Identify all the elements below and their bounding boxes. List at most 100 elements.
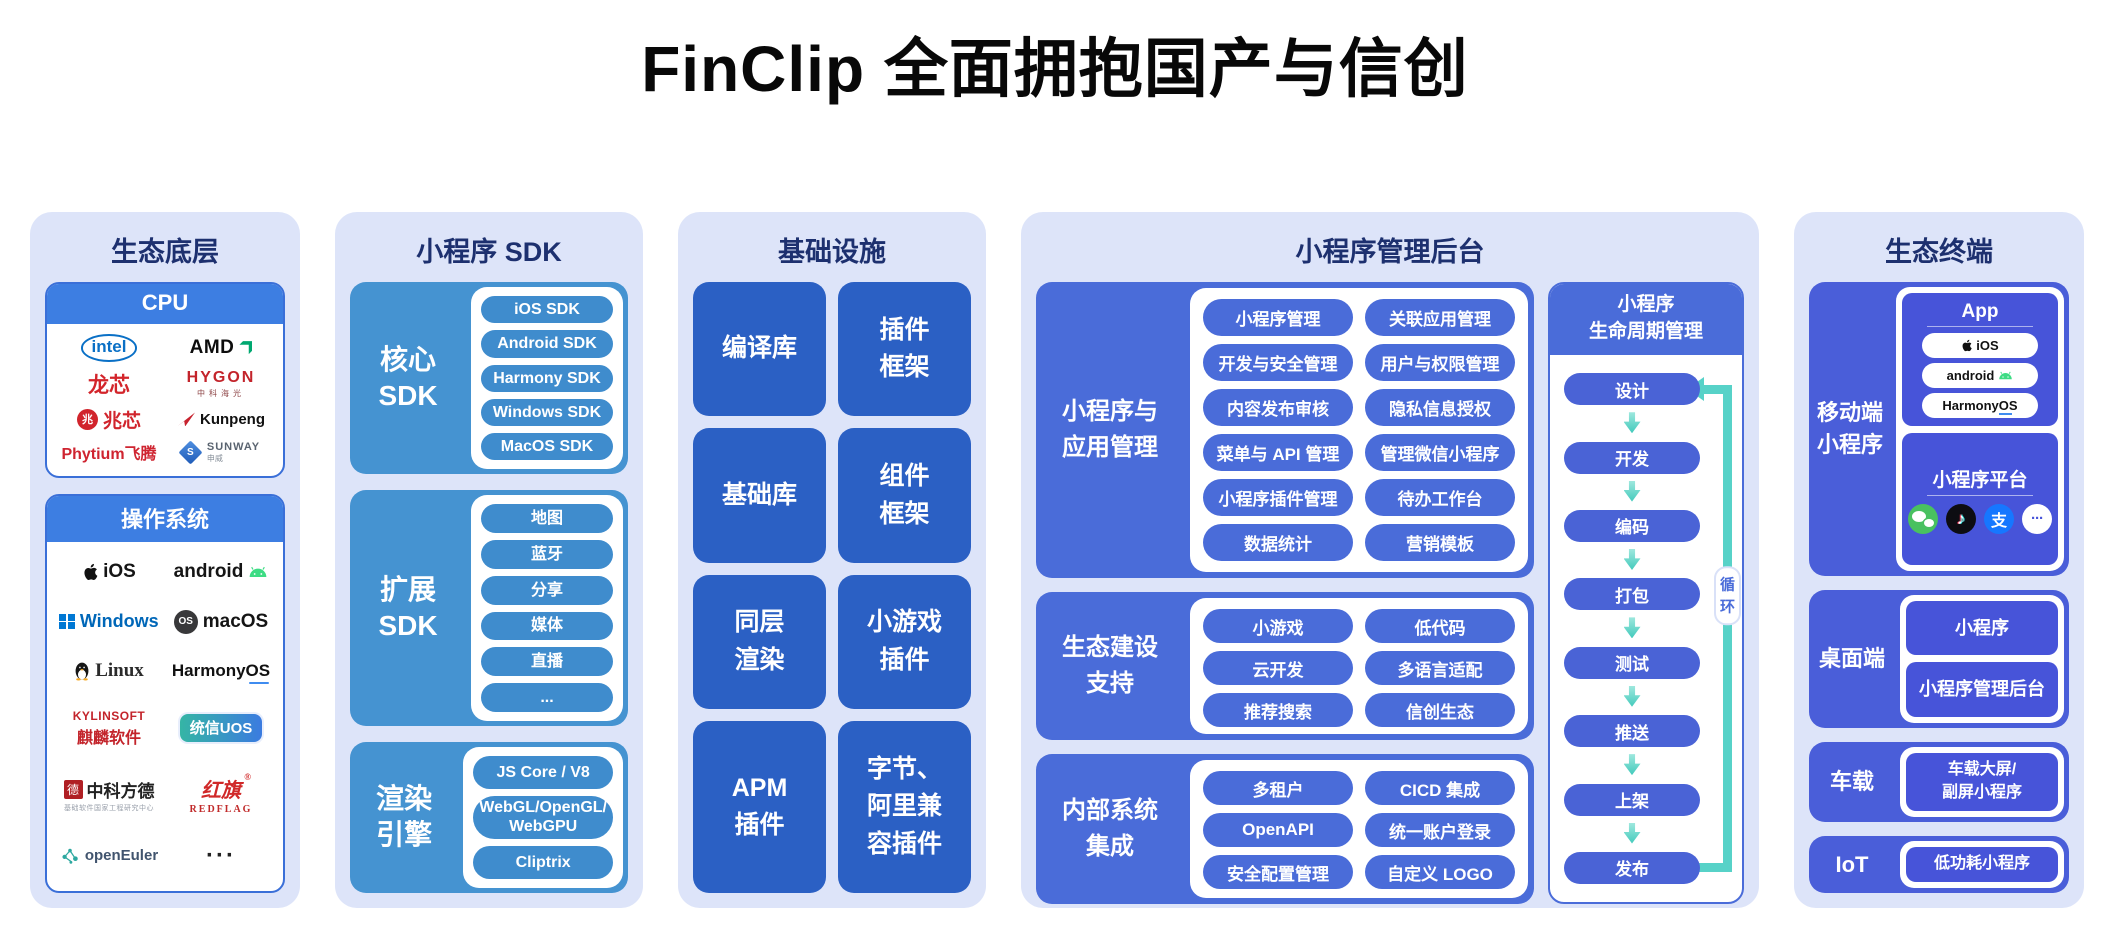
sdk-group-extension-label: 扩展 SDK bbox=[378, 573, 438, 642]
sunway-logo: SUNWAY bbox=[206, 440, 261, 453]
redflag-logo: 红旗 bbox=[201, 772, 251, 803]
ios-logo: iOS bbox=[103, 561, 136, 583]
terminal-vehicle-card: 车载 车载大屏/ 副屏小程序 bbox=[1809, 741, 2069, 823]
more-platforms-icon bbox=[2022, 503, 2052, 534]
panel-admin-title: 小程序管理后台 bbox=[1295, 237, 1485, 267]
kylinsoft-logo-subtext: 麒麟软件 bbox=[76, 729, 141, 747]
admin-pill: 安全配置管理 bbox=[1203, 855, 1353, 889]
admin-pill: 云开发 bbox=[1203, 651, 1353, 685]
fangde-seal-icon bbox=[63, 779, 83, 799]
sdk-pill: 地图 bbox=[481, 504, 613, 534]
admin-groups: 小程序与 应用管理 小程序管理关联应用管理开发与安全管理用户与权限管理内容发布审… bbox=[1036, 282, 1534, 904]
alipay-icon bbox=[1984, 503, 2014, 534]
lifecycle-step: 开发 bbox=[1564, 441, 1700, 502]
down-arrow-icon bbox=[1623, 548, 1641, 570]
admin-pill: 低代码 bbox=[1365, 609, 1515, 643]
admin-pill: 小游戏 bbox=[1203, 609, 1353, 643]
sdk-pill: 蓝牙 bbox=[481, 540, 613, 569]
admin-pill: 隐私信息授权 bbox=[1365, 389, 1515, 426]
vehicle-screen-box: 车载大屏/ 副屏小程序 bbox=[1906, 752, 2058, 812]
os-card-header: 操作系统 bbox=[47, 495, 283, 542]
page-title: FinClip 全面拥抱国产与信创 bbox=[641, 33, 1469, 105]
infra-cell: 编译库 bbox=[693, 282, 826, 417]
sdk-group-core-label: 核心 SDK bbox=[378, 343, 438, 412]
zhaoxin-logo-icon bbox=[76, 408, 98, 430]
infra-cell: 组件 框架 bbox=[838, 428, 971, 563]
lifecycle-body: 循环 设计 开发 编码 打包 bbox=[1550, 355, 1742, 902]
infra-cell: 基础库 bbox=[693, 428, 826, 563]
app-pill-ios: iOS bbox=[1922, 333, 2038, 358]
admin-pill: CICD 集成 bbox=[1365, 771, 1515, 805]
lifecycle-step: 推送 bbox=[1564, 715, 1700, 776]
vendor-uos: 统信UOS bbox=[179, 714, 263, 743]
down-arrow-icon bbox=[1623, 412, 1641, 434]
admin-group-app-management: 小程序与 应用管理 小程序管理关联应用管理开发与安全管理用户与权限管理内容发布审… bbox=[1036, 282, 1534, 578]
android-icon bbox=[249, 566, 267, 578]
app-pill-android: android bbox=[1922, 363, 2038, 388]
admin-group-eco-support-label: 生态建设 支持 bbox=[1062, 634, 1158, 697]
admin-pill: 推荐搜索 bbox=[1203, 693, 1353, 727]
terminal-iot-card: IoT 低功耗小程序 bbox=[1809, 836, 2069, 893]
more-vendors-ellipsis: ··· bbox=[206, 841, 236, 869]
os-vendor-grid: iOS android Windows macOS Linux bbox=[47, 542, 283, 891]
panel-eco-base-title: 生态底层 bbox=[111, 237, 219, 267]
terminal-mobile-card: 移动端 小程序 App iOS android HarmonyOS bbox=[1809, 282, 2069, 577]
vendor-intel: intel bbox=[80, 333, 138, 362]
vendor-sunway: SUNWAY 申威 bbox=[178, 440, 261, 465]
panel-sdk-title: 小程序 SDK bbox=[416, 237, 562, 267]
lifecycle-step: 发布 bbox=[1564, 851, 1700, 884]
vendor-android: android bbox=[174, 561, 269, 583]
down-arrow-icon bbox=[1623, 480, 1641, 502]
kylinsoft-logo: KYLINSOFT bbox=[72, 708, 146, 723]
apple-icon bbox=[84, 563, 98, 581]
admin-pill: 待办工作台 bbox=[1365, 479, 1515, 516]
divider bbox=[1926, 326, 2034, 327]
sunway-logo-subtext: 申威 bbox=[206, 453, 223, 463]
vendor-linux: Linux bbox=[74, 660, 144, 682]
panel-terminals-title: 生态终端 bbox=[1885, 237, 1993, 267]
diagram-panels: 生态底层 CPU intel AMD 龙芯 HYGON 中科海光 bbox=[30, 212, 2084, 908]
vendor-kunpeng: Kunpeng bbox=[177, 411, 265, 428]
lifecycle-step: 打包 bbox=[1564, 578, 1700, 639]
lifecycle-step-pill: 发布 bbox=[1564, 851, 1700, 884]
down-arrow-icon bbox=[1623, 685, 1641, 707]
admin-pill: 内容发布审核 bbox=[1203, 389, 1353, 426]
sdk-pill: Harmony SDK bbox=[481, 364, 613, 392]
macos-icon bbox=[173, 609, 198, 634]
lifecycle-step: 设计 bbox=[1564, 373, 1700, 434]
sdk-pill: iOS SDK bbox=[481, 296, 613, 324]
lifecycle-step-pill: 设计 bbox=[1564, 373, 1700, 406]
kunpeng-logo: Kunpeng bbox=[200, 410, 265, 428]
infra-cell: 插件 框架 bbox=[838, 282, 971, 417]
loongson-logo: 龙芯 bbox=[88, 373, 130, 397]
admin-pill: 菜单与 API 管理 bbox=[1203, 434, 1353, 471]
vendor-ios: iOS bbox=[82, 561, 136, 583]
panel-terminals: 生态终端 移动端 小程序 App iOS android Harmo bbox=[1794, 212, 2084, 908]
admin-pill: 多租户 bbox=[1203, 771, 1353, 805]
vehicle-screen-box-label: 车载大屏/ 副屏小程序 bbox=[1941, 761, 2022, 801]
sdk-pill: MacOS SDK bbox=[481, 433, 613, 461]
admin-pill: 小程序插件管理 bbox=[1203, 479, 1353, 516]
admin-pill: OpenAPI bbox=[1203, 813, 1353, 847]
fangde-logo: 中科方德 bbox=[86, 781, 155, 801]
sdk-pill: 媒体 bbox=[481, 611, 613, 641]
sdk-pill: ... bbox=[481, 683, 613, 712]
app-pill-android-label: android bbox=[1946, 368, 1995, 383]
vendor-phytium: Phytium飞腾 bbox=[61, 440, 156, 464]
mobile-app-box-title: App bbox=[1961, 301, 1999, 322]
intel-logo: intel bbox=[80, 333, 138, 362]
sdk-pill: Windows SDK bbox=[481, 398, 613, 427]
admin-group-app-management-items: 小程序管理关联应用管理开发与安全管理用户与权限管理内容发布审核隐私信息授权菜单与… bbox=[1190, 288, 1528, 572]
sdk-pill: Cliptrix bbox=[473, 845, 613, 879]
hygon-logo-subtext: 中科海光 bbox=[196, 388, 245, 398]
iot-lowpower-box-label: 低功耗小程序 bbox=[1933, 855, 2030, 873]
admin-group-eco-support: 生态建设 支持 小游戏低代码云开发多语言适配推荐搜索信创生态 bbox=[1036, 592, 1534, 740]
platform-icons bbox=[1908, 503, 2052, 534]
admin-group-app-management-label: 小程序与 应用管理 bbox=[1062, 398, 1158, 461]
down-arrow-icon bbox=[1623, 822, 1641, 844]
